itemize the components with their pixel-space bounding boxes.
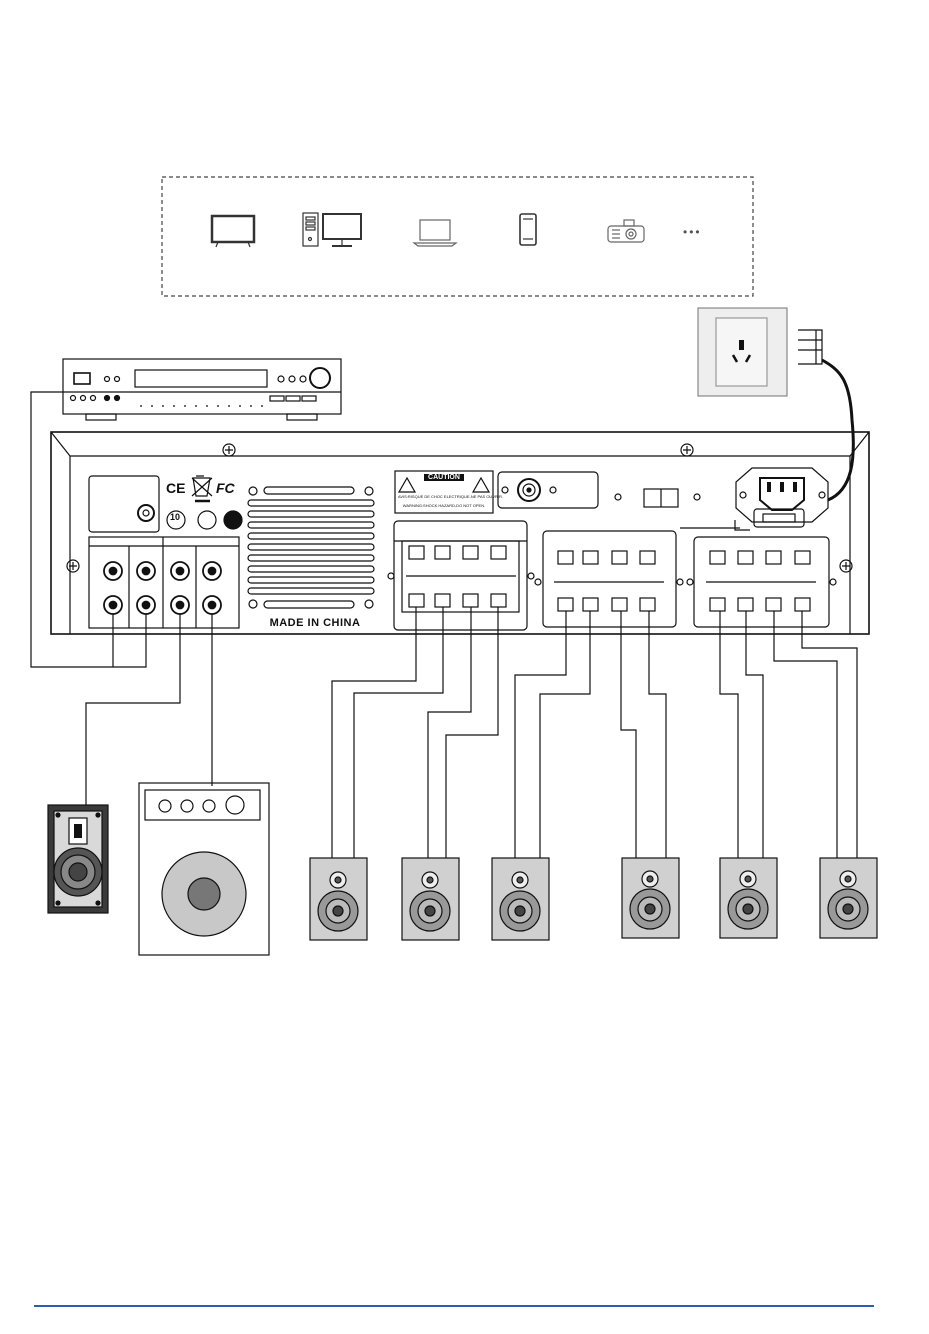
speaker-terminal-block-a	[388, 521, 534, 630]
amplifier-rear-panel	[51, 432, 869, 634]
caution-title: CAUTION	[424, 474, 464, 481]
passive-speaker-1	[310, 858, 367, 940]
output-cable	[86, 614, 180, 805]
made-in-china-label: MADE IN CHINA	[250, 617, 380, 629]
ventilation-grille	[248, 487, 374, 608]
source-devices-group	[162, 177, 753, 296]
passive-speaker-2	[402, 858, 459, 940]
laptop-icon	[414, 220, 456, 246]
ten-year-mark: 10	[170, 512, 180, 522]
wiring	[31, 392, 857, 858]
more-devices-icon: •••	[683, 225, 702, 239]
speaker-terminal-block-b	[535, 531, 683, 627]
wall-socket	[698, 308, 787, 396]
caution-text-fr: AVIS:RISQUE DE CHOC ELECTRIQUE-NE PAS OU…	[398, 494, 490, 499]
source-player-device	[63, 359, 341, 420]
caution-text-en: WARNING:SHOCK HAZARD-DO NOT OPEN.	[398, 503, 490, 508]
passive-speaker-4	[622, 858, 679, 938]
bottom-rule	[34, 1305, 874, 1307]
subwoofer	[139, 783, 269, 955]
active-speaker	[48, 805, 108, 913]
ce-mark: CE	[166, 480, 185, 496]
source-devices-box	[162, 177, 753, 296]
projector-icon	[608, 220, 644, 242]
desktop-computer-icon	[303, 213, 361, 246]
passive-speaker-6	[820, 858, 877, 938]
fcc-mark: FC	[216, 480, 235, 496]
tv-icon	[212, 216, 254, 247]
passive-speaker-5	[720, 858, 777, 938]
smartphone-icon	[520, 214, 536, 245]
passive-speaker-3	[492, 858, 549, 940]
speaker-terminal-block-c	[687, 537, 836, 627]
power-plug-icon	[798, 330, 853, 500]
